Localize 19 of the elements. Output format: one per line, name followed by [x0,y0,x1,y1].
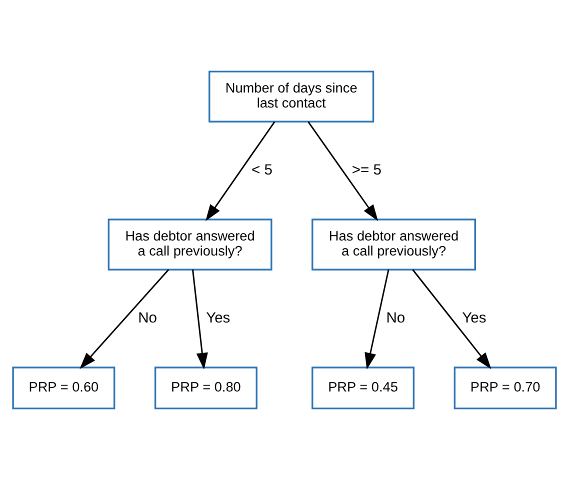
node-box: PRP = 0.70 [454,366,557,409]
arrow [206,120,276,221]
arrow [412,268,492,369]
arrow [364,268,390,369]
edge-label: >= 5 [352,162,382,178]
arrow [192,269,208,370]
node-box: PRP = 0.80 [154,366,258,409]
edge-label: < 5 [251,162,272,178]
arrow [80,268,170,368]
arrow [308,120,378,221]
node-box: Number of days since last contact [208,70,374,122]
node-box: PRP = 0.60 [12,366,116,409]
edge-label: No [138,310,158,326]
node-box: Has debtor answered a call previously? [312,218,476,270]
edge-label: No [386,310,406,326]
node-box: Has debtor answered a call previously? [108,218,272,270]
edge-label: Yes [206,310,230,326]
node-box: PRP = 0.45 [312,366,415,409]
edge-label: Yes [462,310,486,326]
